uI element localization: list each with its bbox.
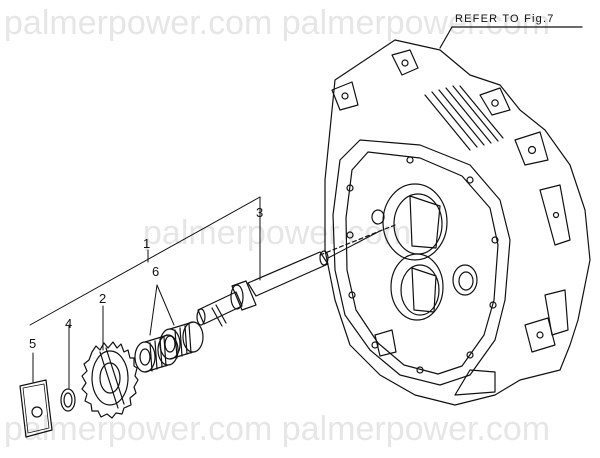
shaft-stem	[197, 291, 243, 325]
refer-to-text: REFER TO Fig.7	[455, 13, 555, 25]
lower-bore-shadow	[411, 267, 437, 313]
housing-right-rib-2	[544, 289, 569, 336]
gear-bore	[99, 362, 121, 394]
shaft-keyway-2	[215, 304, 227, 324]
callout-1: 1	[143, 236, 150, 251]
leader-6b	[156, 284, 175, 326]
shaft-stem-end	[196, 308, 206, 326]
gear-face-lines	[99, 347, 125, 409]
refer-to-label: REFER TO Fig.7	[439, 13, 583, 49]
callout-6: 6	[152, 264, 159, 279]
housing-left-boss	[331, 81, 359, 111]
housing-top-hole	[401, 59, 409, 67]
shaft-keyway	[211, 307, 223, 327]
housing-rib-hole	[552, 211, 560, 219]
gear-hub-ring	[91, 350, 129, 406]
housing-side-boss	[514, 131, 549, 166]
callout-numbers: 3 1 6 2 4 5	[29, 205, 263, 351]
refer-leader	[439, 26, 453, 49]
housing-flange-inner	[345, 151, 499, 375]
gear-case-housing	[324, 39, 591, 406]
shaft-body	[247, 251, 329, 297]
leader-6a	[149, 284, 158, 336]
housing-bottom-lug	[454, 369, 496, 396]
callout-3: 3	[256, 205, 263, 220]
housing-left-hole	[341, 92, 349, 100]
upper-bore-shadow	[409, 195, 441, 249]
housing-right-boss	[479, 87, 511, 116]
locating-pin	[371, 209, 385, 225]
lower-boss-hole	[458, 271, 474, 291]
housing-side-hole	[527, 145, 537, 155]
part-6-needle-bearings	[134, 321, 204, 373]
lower-bearing-bore	[390, 253, 444, 321]
housing-louvers	[424, 85, 504, 151]
part-2-spur-gear	[81, 341, 139, 419]
housing-bottom-right-boss	[524, 317, 556, 353]
needle-bearing-a	[134, 334, 179, 373]
housing-right-hole	[491, 99, 499, 107]
leader-shaft-housing	[327, 231, 379, 259]
part-4-snap-ring	[60, 388, 76, 412]
needle-bearing-b	[159, 321, 204, 360]
part-3-shaft	[196, 224, 396, 327]
callout-2: 2	[99, 291, 106, 306]
callout-leaders	[29, 196, 379, 389]
callout-5: 5	[29, 336, 36, 351]
shaft-collar	[231, 280, 257, 311]
flange-bolt-holes	[346, 156, 499, 374]
part-5-lock-plate	[19, 379, 53, 438]
housing-flange	[332, 139, 511, 386]
upper-bearing-bore	[382, 183, 448, 261]
lower-bearing-bore-inner	[400, 264, 440, 316]
shaft-axis-line	[319, 224, 396, 256]
housing-top-boss	[391, 49, 419, 76]
housing-bottom-boss	[374, 329, 397, 357]
leader-1-bracket	[29, 196, 261, 326]
housing-right-rib	[539, 184, 571, 246]
gear-teeth	[81, 341, 139, 419]
upper-bearing-bore-inner	[393, 193, 443, 255]
housing-bottom-right-hole	[536, 331, 544, 339]
lower-boss	[452, 264, 478, 296]
housing-outline	[324, 39, 591, 406]
callout-4: 4	[65, 316, 72, 331]
